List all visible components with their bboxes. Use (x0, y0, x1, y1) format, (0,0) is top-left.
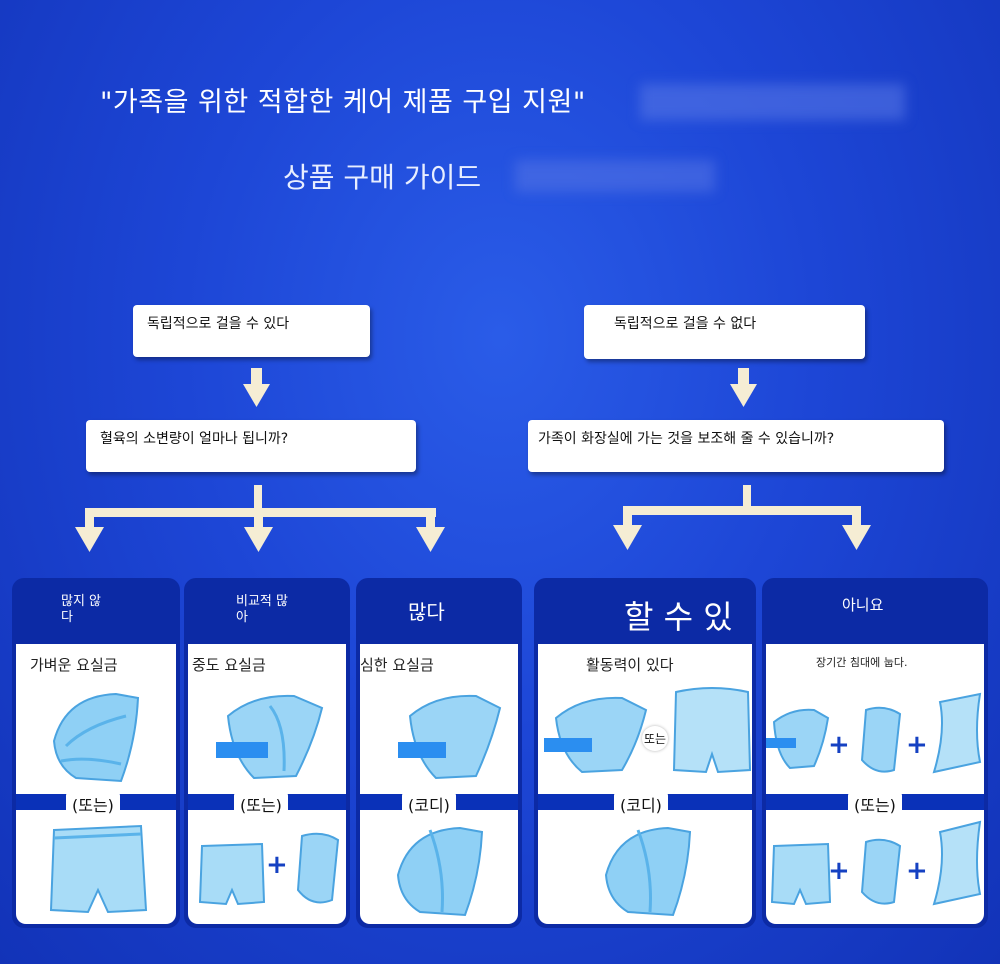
card-header-text: 많다 (408, 600, 445, 624)
card-label: 가벼운 요실금 (30, 656, 118, 674)
diaper-product-icon (52, 692, 140, 783)
or-badge: 또는 (642, 726, 669, 751)
tape-diaper-icon (398, 694, 502, 780)
question-text: 독립적으로 걸을 수 있다 (147, 316, 290, 332)
blurred-watermark (640, 84, 905, 120)
pull-up-pants-icon (672, 687, 752, 774)
pad-insert-icon (296, 832, 340, 904)
card-header: 아니요 (762, 578, 988, 644)
card-label: 활동력이 있다 (586, 656, 674, 674)
pull-up-pants-icon (198, 842, 266, 906)
card-label: 장기간 침대에 눕다. (816, 656, 908, 669)
or-label: (또는) (66, 790, 120, 818)
card-header-text: 비교적 많 아 (236, 594, 288, 626)
card-body: 가벼운 요실금 (또는) (16, 644, 176, 924)
pull-up-pants-icon (770, 842, 832, 906)
page-subtitle: 상품 구매 가이드 (283, 161, 482, 194)
plus-icon: + (828, 856, 850, 886)
or-label: (코디) (614, 790, 668, 818)
diaper-product-icon (396, 826, 484, 917)
underpad-sheet-icon (932, 820, 982, 906)
plus-icon: + (266, 850, 288, 880)
card-header-line: 다 (61, 610, 73, 625)
pad-insert-icon (860, 838, 902, 905)
card-can-assist: 할 수 있다 활동력이 있다 또는 (코디) (534, 578, 756, 928)
question-box-right-2: 가족이 화장실에 가는 것을 보조해 줄 수 있습니까? (528, 420, 944, 472)
card-header-line: 비교적 많 (236, 594, 288, 609)
diaper-product-icon (604, 826, 692, 917)
or-label: (또는) (234, 790, 288, 818)
pad-insert-icon (860, 706, 902, 773)
tape-diaper-icon (766, 708, 830, 770)
card-label: 심한 요실금 (360, 656, 434, 674)
tape-diaper-icon (216, 694, 324, 780)
card-header: 할 수 있다 (534, 578, 756, 682)
card-severe-incontinence: 많다 심한 요실금 (코디) (356, 578, 522, 928)
plus-icon: + (906, 730, 928, 760)
or-label: (또는) (848, 790, 902, 818)
card-header: 비교적 많 아 (184, 578, 350, 644)
question-text: 혈육의 소변량이 얼마나 됩니까? (100, 431, 289, 447)
pull-up-pants-icon (49, 824, 148, 914)
plus-icon: + (906, 856, 928, 886)
card-header-line: 많지 않 (61, 594, 102, 609)
tape-diaper-icon (544, 696, 648, 774)
card-label: 중도 요실금 (192, 656, 266, 674)
card-header: 많다 (356, 578, 522, 644)
card-header: 많지 않 다 (12, 578, 180, 644)
or-label: (코디) (402, 790, 456, 818)
card-header-line: 아 (236, 610, 248, 625)
blurred-watermark (515, 160, 715, 192)
question-box-right-1: 독립적으로 걸을 수 없다 (584, 305, 865, 359)
question-text: 가족이 화장실에 가는 것을 보조해 줄 수 있습니까? (538, 431, 835, 447)
card-header-text: 많지 않 다 (61, 594, 101, 626)
plus-icon: + (828, 730, 850, 760)
card-header-text: 아니요 (842, 596, 884, 614)
card-light-incontinence: 많지 않 다 가벼운 요실금 (또는) (12, 578, 180, 928)
card-body: 장기간 침대에 눕다. + + (또는) + + (766, 644, 984, 924)
card-bedridden: 아니요 장기간 침대에 눕다. + + (또는) + + (762, 578, 988, 928)
question-text: 독립적으로 걸을 수 없다 (614, 316, 757, 332)
card-body: 활동력이 있다 또는 (코디) (538, 644, 752, 924)
question-box-left-2: 혈육의 소변량이 얼마나 됩니까? (86, 420, 416, 472)
page-title: "가족을 위한 적합한 케어 제품 구입 지원" (100, 87, 586, 118)
question-box-left-1: 독립적으로 걸을 수 있다 (133, 305, 370, 357)
card-body: 중도 요실금 (또는) + (188, 644, 346, 924)
card-body: 심한 요실금 (코디) (360, 644, 518, 924)
card-moderate-incontinence: 비교적 많 아 중도 요실금 (또는) + (184, 578, 350, 928)
underpad-sheet-icon (932, 692, 982, 774)
